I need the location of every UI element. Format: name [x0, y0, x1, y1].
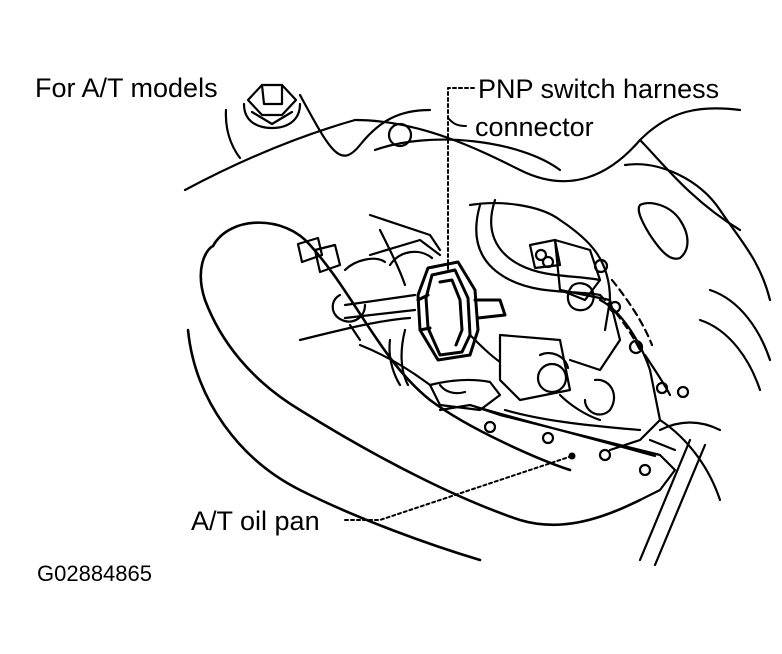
crossmember	[186, 221, 642, 562]
label-at-models: For A/T models	[35, 73, 218, 103]
shift-linkage	[296, 213, 442, 387]
label-pnp-switch-line1: PNP switch harness	[478, 74, 720, 104]
oil-pan-leader	[344, 455, 573, 521]
pnp-leader	[447, 87, 475, 271]
label-pnp-switch-line2: connector	[475, 112, 594, 142]
wiring-harness	[475, 198, 672, 397]
body-panel	[183, 93, 742, 232]
mount-hole	[387, 122, 413, 148]
leader-lines	[344, 87, 576, 521]
label-oil-pan: A/T oil pan	[191, 506, 320, 536]
oil-pan	[438, 403, 722, 567]
lower-housing	[358, 333, 642, 432]
pnp-switch-connector	[416, 260, 507, 362]
flange-bolts	[528, 238, 690, 399]
figure-id: G02884865	[37, 561, 152, 586]
bolt-icon	[242, 83, 302, 130]
